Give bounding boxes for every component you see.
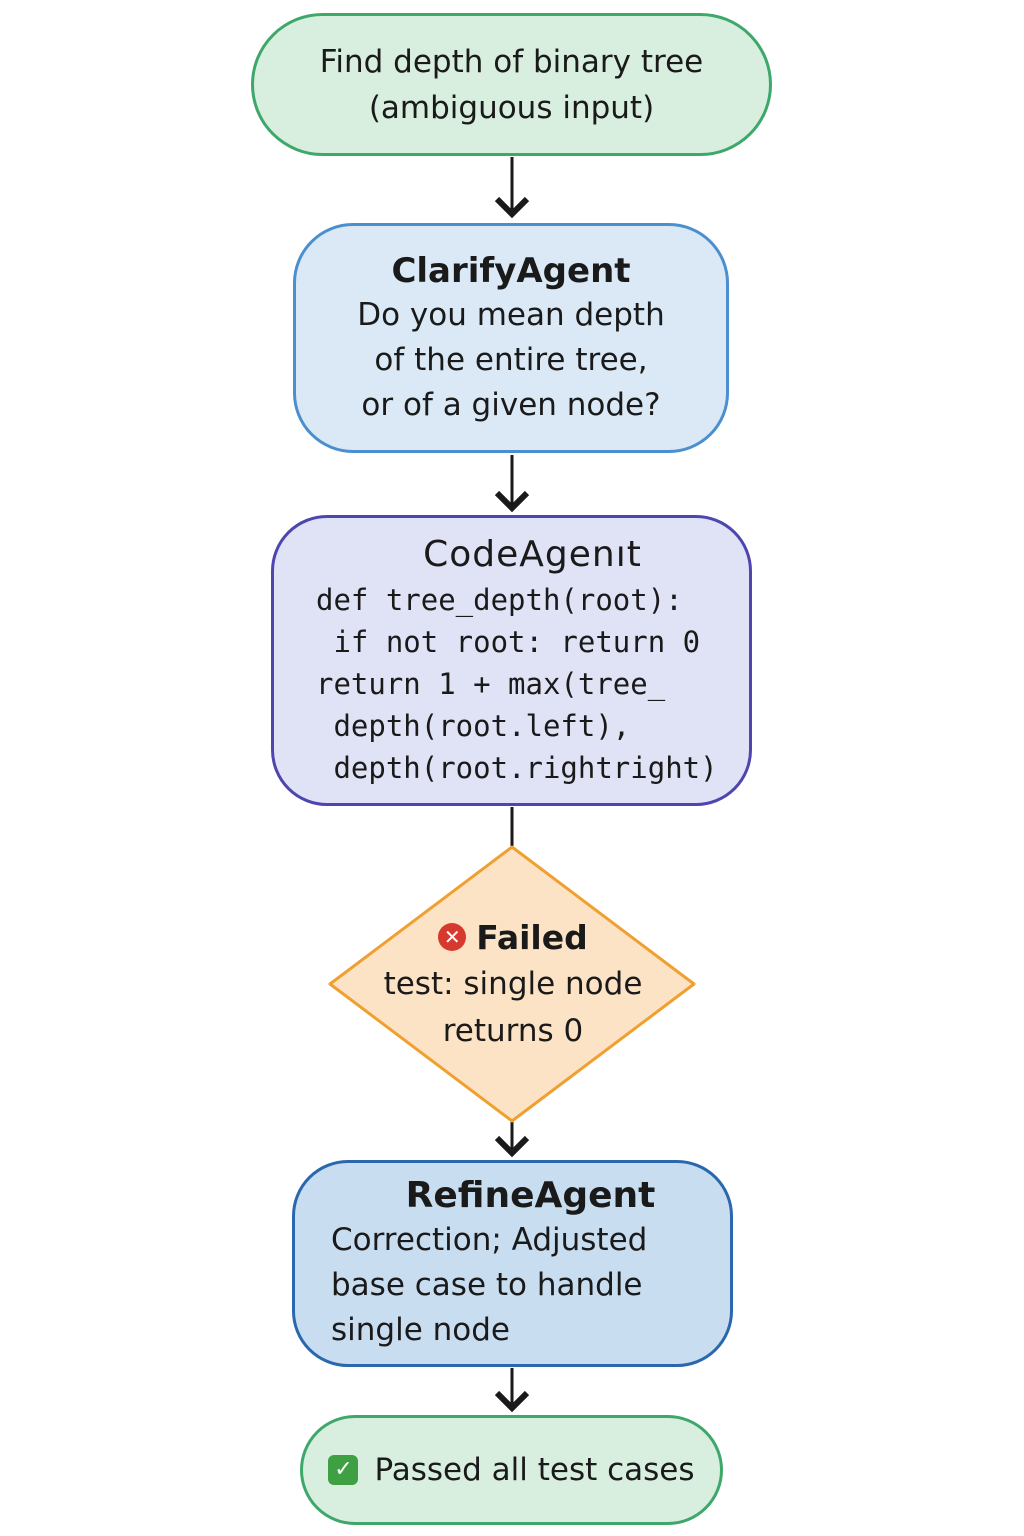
x-circle-icon: ✕: [438, 923, 467, 951]
refine-line-3: single node: [331, 1312, 510, 1348]
passed-label: Passed all test cases: [374, 1452, 695, 1488]
failed-test-node: ✕ Failed test: single node returns 0: [330, 845, 696, 1123]
code-line-2: if not root: return 0: [316, 624, 701, 659]
clarify-line-2: of the entire tree,: [374, 341, 648, 378]
passed-terminal-node: ✓ Passed all test cases: [300, 1415, 723, 1525]
refine-line-2: base case to handle: [331, 1267, 643, 1303]
refine-agent-title: RefineAgent: [405, 1175, 656, 1216]
clarify-agent-title: ClarifyAgent: [391, 250, 631, 291]
clarify-agent-node: ClarifyAgent Do you mean depth of the en…: [293, 223, 729, 453]
start-line-1: Find depth of binary tree: [319, 43, 704, 80]
clarify-line-1: Do you mean depth: [357, 296, 665, 333]
start-line-2: (ambiguous input): [368, 89, 655, 126]
code-line-4: depth(root.left),: [316, 708, 631, 743]
code-line-5: depth(root.rightright): [316, 750, 718, 785]
refine-agent-node: RefineAgent Correction; Adjusted base ca…: [292, 1160, 733, 1367]
failed-decision-diamond: [328, 845, 696, 1123]
code-agent-node: CodeAgenıt def tree_depth(root): if not …: [271, 515, 752, 806]
start-terminal-node: Find depth of binary tree (ambiguous inp…: [251, 13, 772, 156]
check-box-icon: ✓: [328, 1455, 359, 1485]
clarify-line-3: or of a given node?: [361, 386, 661, 423]
code-line-1: def tree_depth(root):: [316, 582, 683, 617]
failed-title-row: ✕ Failed: [438, 914, 588, 961]
failed-line-1: test: single node: [383, 965, 643, 1002]
failed-line-2: returns 0: [442, 1012, 584, 1049]
code-line-3: return 1 + max(tree_: [316, 666, 666, 701]
failed-title: Failed: [476, 917, 588, 957]
refine-line-1: Correction; Adjusted: [331, 1222, 648, 1258]
code-agent-title: CodeAgenıt: [423, 533, 642, 575]
